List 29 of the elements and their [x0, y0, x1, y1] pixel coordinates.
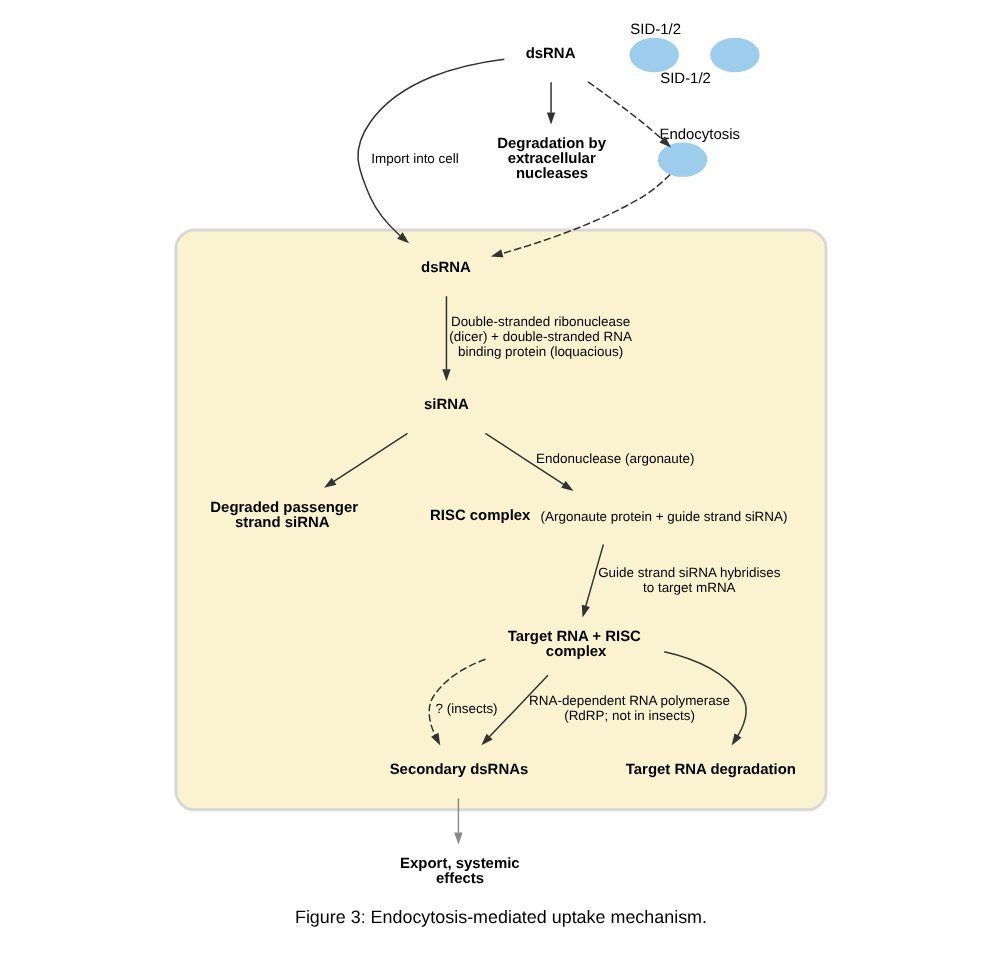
node-circle [629, 37, 679, 73]
node-text: Degradation by extracellular nucleases [497, 133, 607, 182]
node-label: SID-1/2 [630, 20, 682, 39]
arrow [324, 432, 409, 488]
node-text: Secondary dsRNAs [389, 759, 529, 778]
arrow [442, 295, 451, 382]
node-text: siRNA [424, 395, 469, 414]
node-text: Target RNA + RISC complex [507, 626, 641, 660]
arrow [484, 432, 574, 491]
arrow [428, 658, 487, 746]
arrow [663, 651, 747, 746]
arrow [481, 674, 549, 746]
node-text: dsRNA [525, 44, 576, 63]
node-text: Target RNA degradation [625, 759, 796, 778]
arrow [587, 81, 672, 148]
caption: Figure 3: Endocytosis-mediated uptake mechanism. [294, 906, 708, 927]
node-label: SID-1/2 [660, 69, 711, 88]
node-circle [657, 142, 708, 177]
node-label: Endocytosis [659, 124, 741, 143]
node-text: Export, systemic effects [400, 854, 520, 888]
node-text: dsRNA [421, 257, 471, 276]
arrow [357, 58, 506, 244]
node-text: Degraded passenger strand siRNA [210, 498, 359, 532]
arrow [581, 543, 605, 618]
node-text: RISC complex [430, 505, 531, 524]
node-circle [710, 37, 760, 73]
arrow [454, 797, 463, 845]
arrow [490, 173, 671, 258]
arrow [546, 81, 556, 125]
